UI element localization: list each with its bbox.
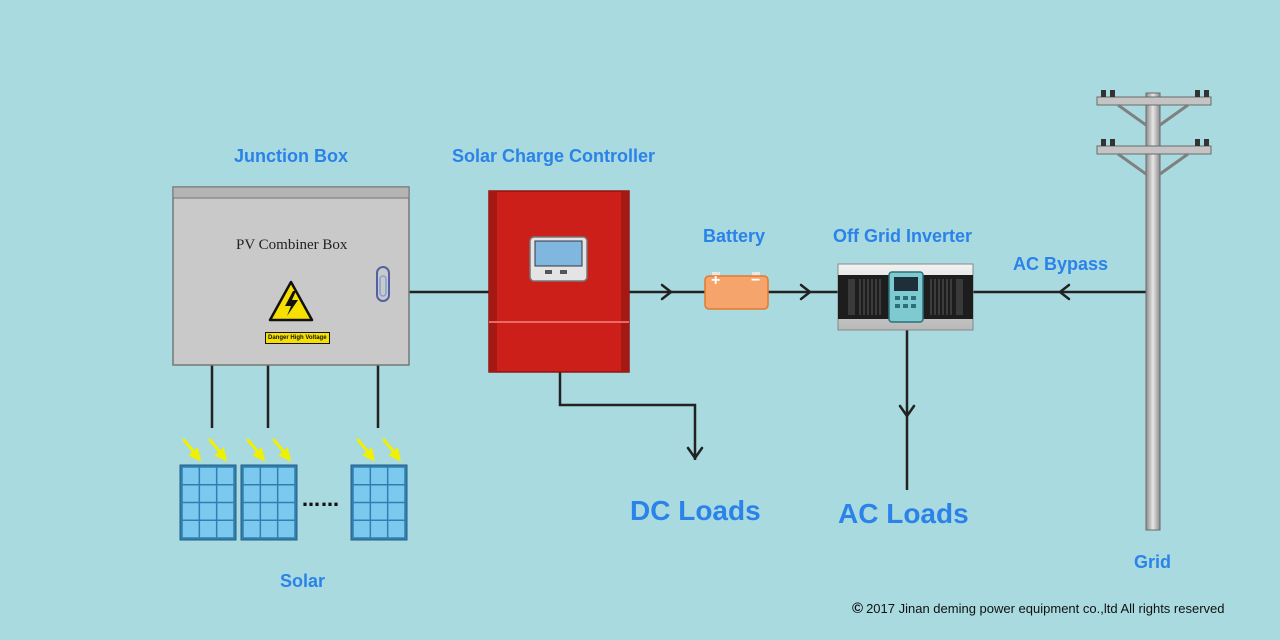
paperclip-icon [376, 266, 390, 302]
solar-cell [182, 521, 199, 538]
high-voltage-icon [268, 280, 314, 322]
sun-ray-icon [208, 438, 228, 462]
flow-arrows [660, 283, 1071, 460]
solar-cell [217, 521, 234, 538]
solar-cell [371, 467, 387, 484]
solar-cell [278, 485, 295, 502]
copyright-notice: ©2017 Jinan deming power equipment co.,l… [852, 600, 1225, 617]
controller-lcd [534, 240, 583, 267]
solar-cell [200, 467, 216, 484]
solar-panels [179, 464, 408, 541]
warning-label: Danger High Voltage [265, 332, 330, 344]
battery-negative-terminal: − [751, 272, 761, 289]
solar-cell [388, 521, 405, 538]
solar-panel [179, 464, 237, 541]
label-ac-bypass: AC Bypass [1013, 254, 1109, 274]
solar-panel [240, 464, 298, 541]
solar-cell [261, 521, 277, 538]
solar-cell [371, 521, 387, 538]
arrow-icon [660, 283, 673, 301]
sun-ray-icon [182, 438, 202, 462]
solar-cell [261, 503, 277, 520]
solar-cell [182, 485, 199, 502]
solar-cell [388, 485, 405, 502]
solar-ellipsis: …… [302, 490, 340, 511]
label-grid: Grid [1134, 552, 1172, 572]
solar-cell [353, 485, 370, 502]
wires [210, 290, 1146, 490]
solar-cell [243, 467, 260, 484]
sun-ray-icon [382, 438, 402, 462]
utility-pole [1096, 90, 1212, 531]
solar-cell [243, 521, 260, 538]
label-dc-loads: DC Loads [630, 495, 761, 526]
label-off-grid-inverter: Off Grid Inverter [833, 226, 973, 246]
sun-ray-icon [272, 438, 292, 462]
solar-cell [261, 467, 277, 484]
label-battery: Battery [703, 226, 766, 246]
solar-cell [353, 521, 370, 538]
solar-cell [243, 485, 260, 502]
solar-cell [200, 503, 216, 520]
solar-cell [200, 521, 216, 538]
arrow-icon [1058, 283, 1071, 301]
arrow-icon [799, 283, 812, 301]
copyright-symbol: © [852, 600, 864, 617]
label-junction-box: Junction Box [234, 146, 349, 166]
label-solar: Solar [280, 571, 326, 591]
solar-cell [261, 485, 277, 502]
solar-cell [278, 503, 295, 520]
solar-cell [217, 503, 234, 520]
sun-ray-icon [356, 438, 376, 462]
wire-controller-to-dc-loads [558, 372, 697, 460]
solar-cell [388, 503, 405, 520]
solar-panel [350, 464, 408, 541]
solar-cell [243, 503, 260, 520]
solar-cell [200, 485, 216, 502]
solar-cell [217, 467, 234, 484]
solar-cell [217, 485, 234, 502]
battery-positive-terminal: + [711, 272, 721, 289]
solar-cell [371, 503, 387, 520]
solar-cell [371, 485, 387, 502]
battery [704, 272, 769, 310]
solar-cell [278, 467, 295, 484]
solar-cell [388, 467, 405, 484]
label-solar-charge-controller: Solar Charge Controller [452, 146, 656, 166]
sun-rays [182, 438, 402, 462]
solar-charge-controller [488, 190, 630, 373]
solar-cell [353, 503, 370, 520]
solar-cell [182, 503, 199, 520]
solar-cell [278, 521, 295, 538]
label-ac-loads: AC Loads [838, 498, 969, 529]
arrow-icon [898, 404, 916, 418]
off-grid-inverter [837, 263, 974, 331]
solar-cell [353, 467, 370, 484]
solar-cell [182, 467, 199, 484]
combiner-box-title: PV Combiner Box [236, 237, 348, 253]
sun-ray-icon [246, 438, 266, 462]
copyright-text: 2017 Jinan deming power equipment co.,lt… [866, 601, 1225, 616]
arrow-icon [686, 446, 704, 460]
